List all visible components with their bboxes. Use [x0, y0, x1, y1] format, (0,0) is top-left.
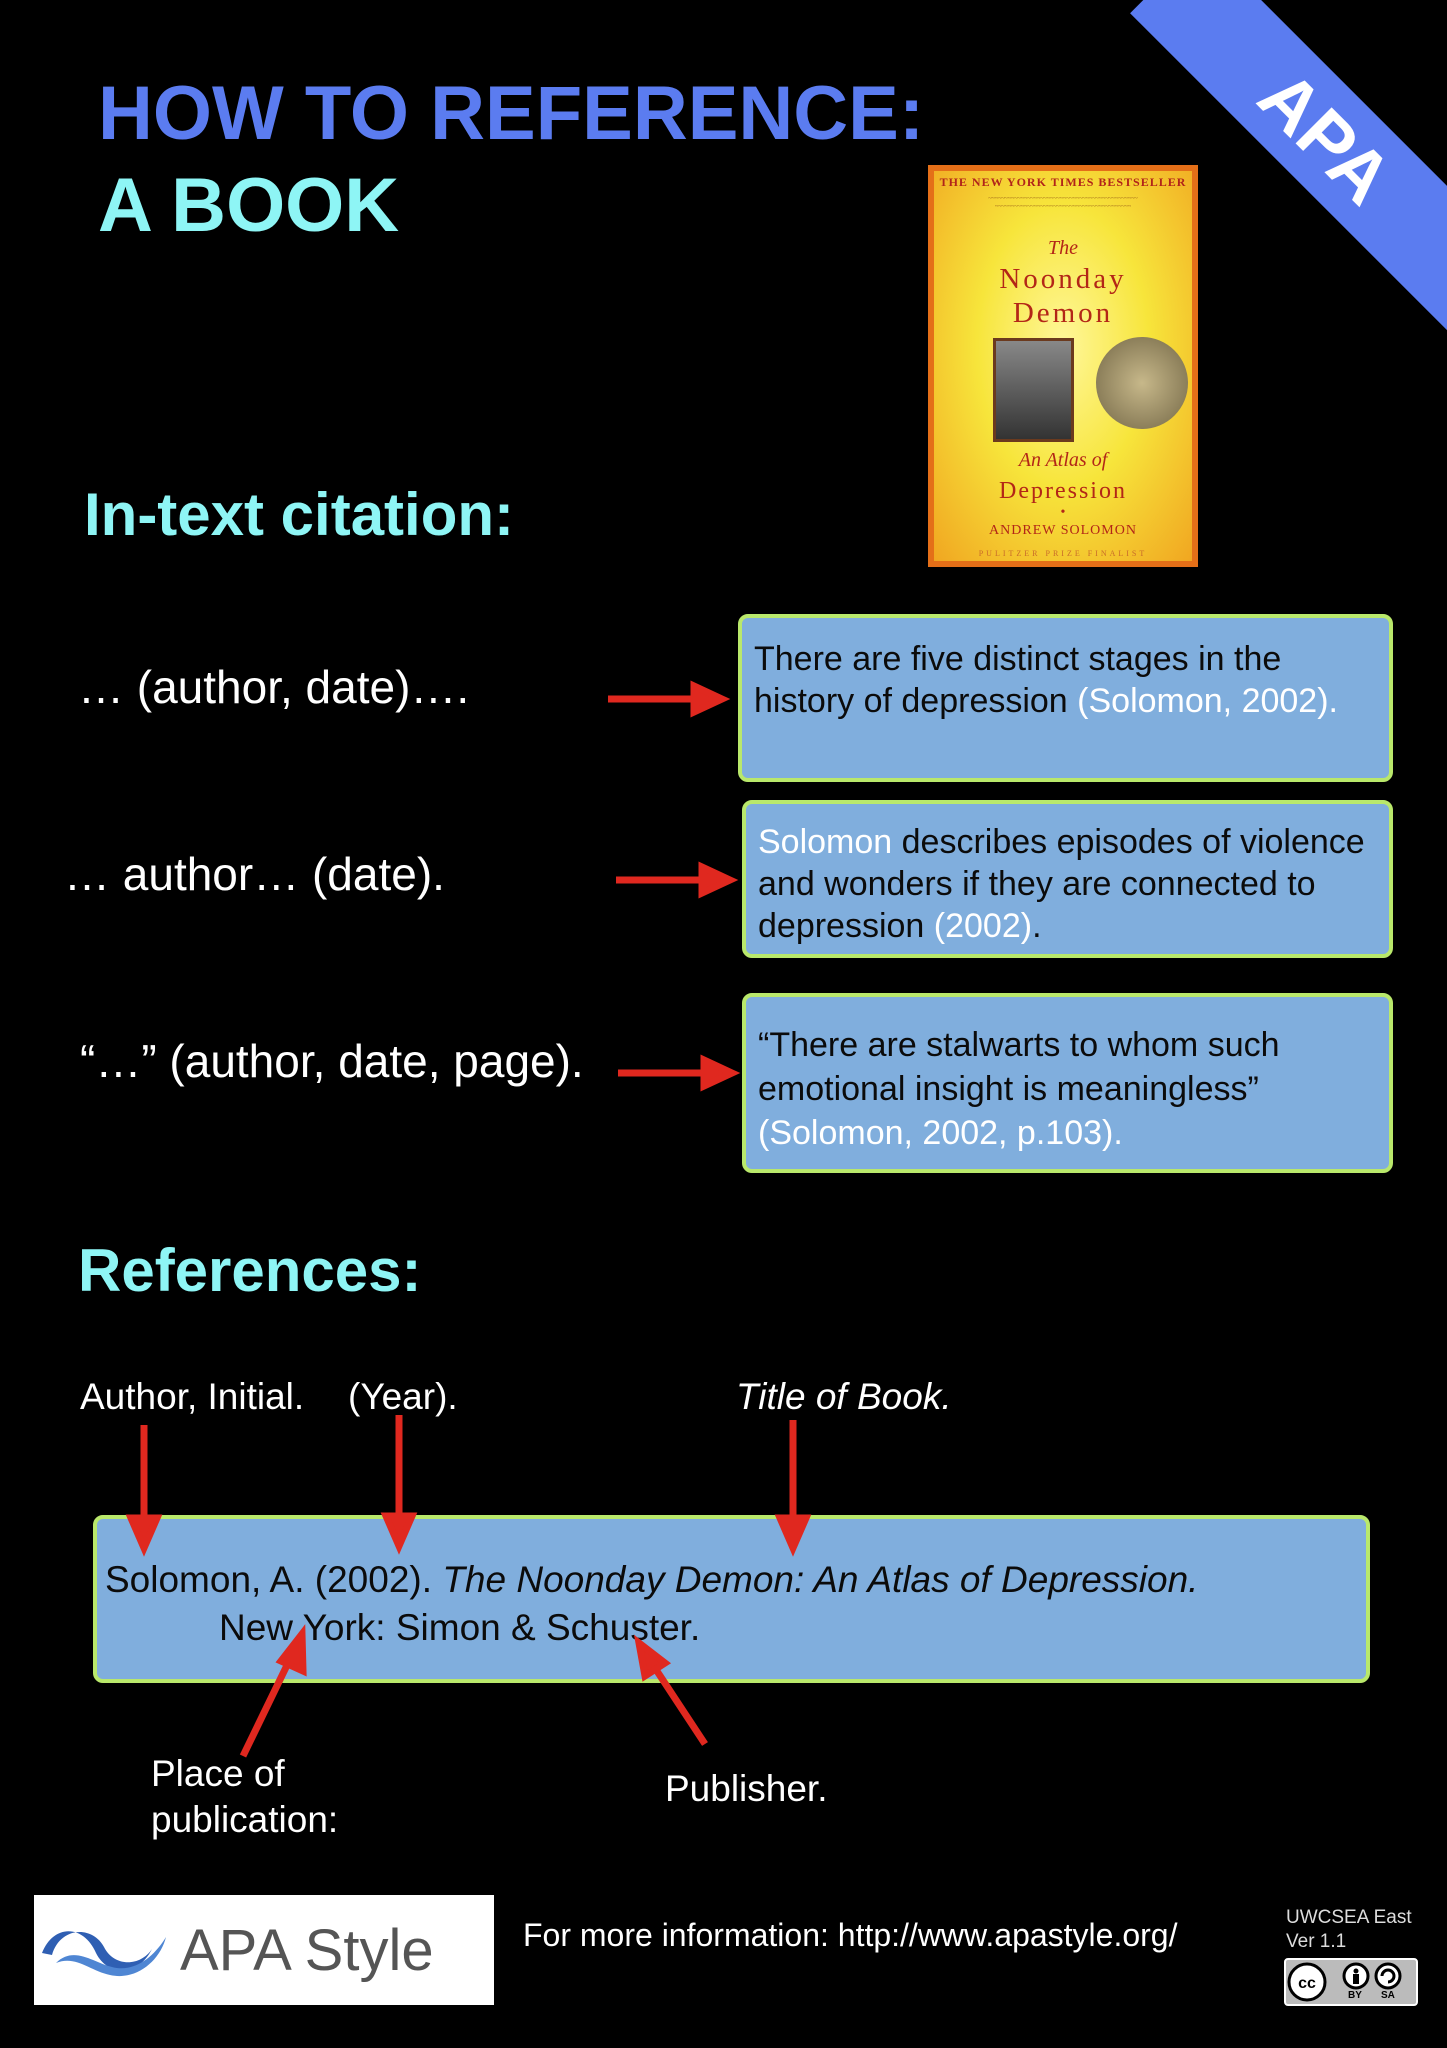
book-cover-title2: Demon [1012, 297, 1114, 329]
book-cover-image: THE NEW YORK TIMES BESTSELLER ~~~~~~~~~~… [928, 165, 1198, 567]
label-author: Author, Initial. [80, 1376, 305, 1417]
cc-by-label: BY [1348, 1990, 1362, 2001]
org-name: UWCSEA East [1286, 1907, 1412, 1928]
arrow-intext-2 [616, 861, 739, 899]
example-2-period: . [1032, 907, 1042, 945]
book-cover-nyt: THE NEW YORK TIMES BESTSELLER [939, 175, 1187, 189]
apa-wave-icon [42, 1931, 166, 1977]
example-3-quote: “There are stalwarts to whom such emotio… [758, 1026, 1280, 1108]
reference-title: The Noonday Demon: An Atlas of Depressio… [442, 1559, 1199, 1600]
example-3-citation: (Solomon, 2002, p.103). [758, 1114, 1123, 1152]
book-cover-photo [993, 338, 1074, 442]
arrow-place [239, 1624, 307, 1758]
arrow-year [380, 1415, 418, 1555]
intext-heading: In-text citation: [84, 481, 514, 548]
book-cover-medal-icon [1096, 337, 1188, 429]
example-1-text: There are five distinct stages in the hi… [754, 640, 1282, 720]
reference-author-year: Solomon, A. (2002). [105, 1559, 443, 1600]
reference-line-1: Solomon, A. (2002). The Noonday Demon: A… [105, 1559, 1198, 1601]
page-title-line2: A BOOK [98, 163, 400, 248]
cc-license-badge: cc BY SA [1284, 1958, 1418, 2006]
label-place: Place of publication: [151, 1753, 339, 1840]
book-cover-title1: Noonday [999, 263, 1127, 295]
apa-style-logo: APA Style [34, 1895, 494, 2005]
intext-example-1: There are five distinct stages in the hi… [738, 614, 1393, 782]
arrow-intext-3 [618, 1054, 741, 1092]
example-1-citation: (Solomon, 2002). [1077, 682, 1338, 720]
label-title: Title of Book. [736, 1376, 952, 1417]
book-cover-blurb: ~~~~~~~~~~~~~~~~~~~~~~~~~~~~~~~~~~~~~~~~… [988, 196, 1138, 210]
book-cover-subtitle2: Depression [999, 478, 1127, 504]
book-cover-footer: PULITZER PRIZE FINALIST [978, 549, 1148, 558]
cc-sa-label: SA [1381, 1990, 1395, 2001]
version-label: Ver 1.1 [1286, 1931, 1347, 1952]
more-info-text: For more information: http://www.apastyl… [523, 1917, 1178, 1953]
intext-pattern-1: … (author, date)…. [78, 661, 470, 713]
references-heading: References: [78, 1237, 422, 1304]
label-year: (Year). [348, 1376, 458, 1417]
book-cover-dot: • [1060, 505, 1066, 520]
intext-example-2: Solomon describes episodes of violence a… [742, 800, 1393, 958]
intext-pattern-3: “…” (author, date, page). [80, 1035, 584, 1087]
example-2-text: describes episodes of violence and wonde… [758, 823, 1365, 945]
cc-by-sa-icon: cc [1287, 1962, 1402, 2002]
book-cover-subtitle1: An Atlas of [1018, 449, 1108, 471]
apa-logo-text: APA Style [180, 1917, 434, 1983]
example-2-author: Solomon [758, 823, 893, 861]
page-title-line1: HOW TO REFERENCE: [98, 71, 925, 156]
arrow-title [774, 1420, 812, 1557]
arrow-publisher [633, 1634, 708, 1746]
intext-example-3: “There are stalwarts to whom such emotio… [742, 993, 1393, 1173]
book-cover-author: ANDREW SOLOMON [989, 523, 1137, 538]
arrow-intext-1 [608, 680, 731, 718]
label-publisher: Publisher. [665, 1768, 828, 1809]
version-info: UWCSEA East Ver 1.1 [1286, 1906, 1412, 1954]
book-cover-the: The [1048, 237, 1078, 259]
example-2-date: (2002) [933, 907, 1033, 945]
intext-pattern-2: … author… (date). [64, 848, 445, 900]
svg-text:cc: cc [1298, 1975, 1316, 1992]
arrow-author [125, 1425, 163, 1557]
